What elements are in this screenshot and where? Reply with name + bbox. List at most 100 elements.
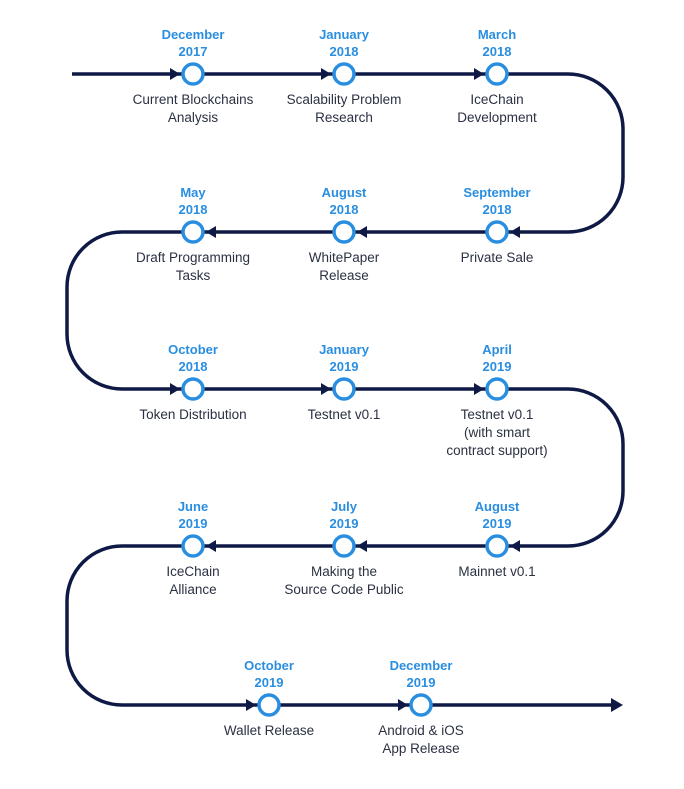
arrowhead: [398, 699, 408, 711]
milestone-year: 2018: [482, 44, 512, 59]
arrowhead: [474, 68, 484, 80]
milestone-date: January 2019: [264, 341, 424, 375]
end-arrowhead: [611, 698, 623, 712]
milestone-node: [485, 377, 509, 401]
milestone-label-line: (with smart: [463, 425, 530, 440]
milestone-month: July: [330, 499, 357, 514]
milestone-month: April: [482, 342, 512, 357]
milestone-node: [485, 62, 509, 86]
arrowhead: [321, 383, 331, 395]
milestone-date: July 2019: [264, 498, 424, 532]
milestone-label-line: Research: [315, 110, 373, 125]
milestone-node: [485, 534, 509, 558]
milestone-node: [181, 220, 205, 244]
milestone-year: 2019: [482, 359, 512, 374]
milestone-label-line: Tasks: [175, 268, 211, 283]
milestone-node: [181, 377, 205, 401]
arrowhead: [357, 226, 367, 238]
milestone-label-line: App Release: [382, 741, 460, 756]
milestone-month: December: [389, 658, 453, 673]
milestone-label-line: Testnet v0.1: [307, 407, 381, 422]
arrowhead: [321, 68, 331, 80]
milestone-date: September 2018: [417, 184, 577, 218]
milestone-date: October 2018: [113, 341, 273, 375]
milestone-node: [332, 534, 356, 558]
milestone-label-line: Source Code Public: [284, 582, 404, 597]
milestone-label-line: Testnet v0.1: [460, 407, 534, 422]
milestone-month: June: [177, 499, 209, 514]
milestone-node: [485, 220, 509, 244]
milestone-label-line: Android & iOS: [378, 723, 464, 738]
milestone-label-line: IceChain: [470, 92, 524, 107]
milestone-month: January: [319, 342, 369, 357]
milestone-month: January: [319, 27, 369, 42]
milestone-label-line: Scalability Problem: [286, 92, 402, 107]
milestone-date: June 2019: [113, 498, 273, 532]
milestone-year: 2019: [482, 516, 512, 531]
arrowhead: [510, 226, 520, 238]
milestone-year: 2018: [329, 44, 359, 59]
milestone-year: 2019: [329, 359, 359, 374]
milestone-year: 2018: [329, 202, 359, 217]
milestone-label: Android & iOS App Release: [341, 722, 501, 758]
milestone-year: 2019: [329, 516, 359, 531]
milestone-date: March 2018: [417, 26, 577, 60]
milestone-month: March: [477, 27, 517, 42]
milestone-year: 2018: [178, 359, 208, 374]
arrowhead: [474, 383, 484, 395]
milestone-year: 2017: [178, 44, 208, 59]
milestone-date: December 2017: [113, 26, 273, 60]
milestone-node: [409, 693, 433, 717]
milestone-month: September: [463, 185, 531, 200]
milestone-year: 2019: [254, 675, 284, 690]
milestone-year: 2018: [482, 202, 512, 217]
milestone-label: Token Distribution: [113, 406, 273, 424]
milestone-label-line: Draft Programming: [135, 250, 251, 265]
milestone-label-line: Current Blockchains: [132, 92, 254, 107]
milestone-label-line: Mainnet v0.1: [458, 564, 536, 579]
milestone-month: October: [244, 658, 294, 673]
arrowhead: [510, 540, 520, 552]
milestone-label-line: Analysis: [167, 110, 219, 125]
milestone-label-line: Private Sale: [460, 250, 534, 265]
milestone-year: 2019: [178, 516, 208, 531]
arrowhead: [357, 540, 367, 552]
milestone-node: [181, 62, 205, 86]
milestone-node: [332, 377, 356, 401]
milestone-date: January 2018: [264, 26, 424, 60]
milestone-label-line: Wallet Release: [223, 723, 315, 738]
milestone-node: [332, 62, 356, 86]
milestone-date: May 2018: [113, 184, 273, 218]
milestone-date: December 2019: [341, 657, 501, 691]
milestone-label: Testnet v0.1: [264, 406, 424, 424]
milestone-year: 2019: [406, 675, 436, 690]
milestone-year: 2018: [178, 202, 208, 217]
milestone-month: October: [168, 342, 218, 357]
milestone-node: [181, 534, 205, 558]
arrowhead: [170, 383, 180, 395]
milestone-label-line: Release: [319, 268, 369, 283]
milestone-date: August 2019: [417, 498, 577, 532]
milestone-date: April 2019: [417, 341, 577, 375]
milestone-month: May: [180, 185, 206, 200]
milestone-label: Testnet v0.1 (with smart contract support): [417, 406, 577, 460]
milestone-label-line: Alliance: [169, 582, 217, 597]
milestone-label-line: Development: [457, 110, 537, 125]
milestone-month: August: [321, 185, 367, 200]
milestone-label: Mainnet v0.1: [417, 563, 577, 581]
milestone-label-line: WhitePaper: [308, 250, 380, 265]
milestone-label-line: contract support): [446, 443, 548, 458]
milestone-month: August: [474, 499, 520, 514]
milestone-label-line: IceChain: [166, 564, 220, 579]
milestone-node: [257, 693, 281, 717]
milestone-month: December: [161, 27, 225, 42]
milestone-node: [332, 220, 356, 244]
milestone-date: August 2018: [264, 184, 424, 218]
